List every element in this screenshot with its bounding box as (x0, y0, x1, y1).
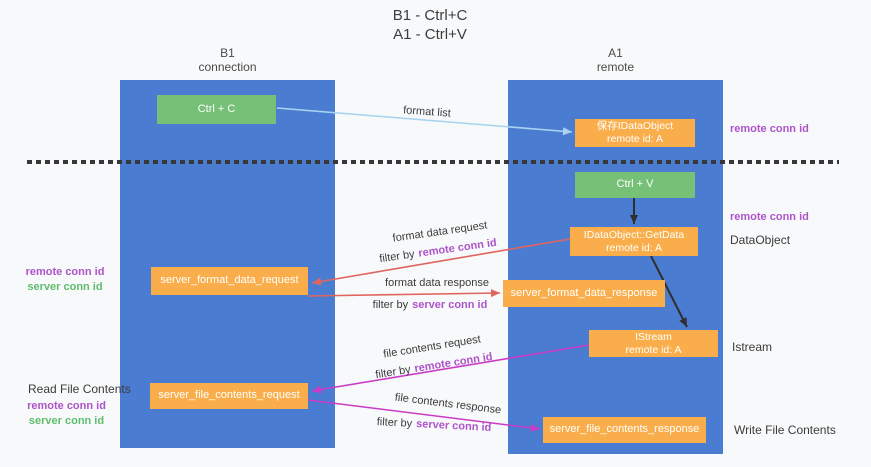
filter-by-text: filter by (376, 416, 413, 430)
dataobject-annotation: DataObject (730, 233, 791, 247)
istream-box: IStream remote id: A (589, 330, 718, 357)
format-response-filter-label: filter by server conn id (373, 299, 488, 311)
server-conn-id-annotation-left: server conn id (27, 280, 103, 293)
left-column-header: B1 connection (120, 46, 335, 74)
title-line-2: A1 - Ctrl+V (393, 26, 467, 44)
format-list-label: format list (402, 104, 452, 120)
read-file-contents-annotation: Read File Contents (28, 382, 131, 396)
left-conn-id-stack-bottom: remote conn id server conn id (24, 399, 109, 429)
ctrl-c-box: Ctrl + C (157, 95, 276, 124)
server-file-contents-response-box: server_file_contents_response (543, 417, 706, 443)
istream-annotation: Istream (732, 340, 773, 354)
remote-conn-id-text: remote conn id (417, 236, 498, 260)
filter-by-text: filter by (374, 363, 412, 382)
left-column-name: B1 (220, 46, 235, 60)
remote-conn-id-annotation-mid: remote conn id (730, 211, 809, 223)
ctrl-c-label: Ctrl + C (197, 102, 236, 115)
server-file-contents-request-box: server_file_contents_request (150, 383, 308, 409)
ctrl-v-box: Ctrl + V (575, 172, 695, 198)
ctrl-v-label: Ctrl + V (616, 178, 654, 191)
server-format-data-response-label: server_format_data_response (510, 286, 658, 299)
filter-by-text: filter by (378, 248, 416, 266)
write-file-contents-annotation: Write File Contents (734, 423, 836, 437)
server-file-contents-response-label: server_file_contents_response (549, 423, 700, 436)
file-response-filter-label: filter by server conn id (376, 416, 491, 434)
save-dataobject-line1: 保存IDataObject (596, 120, 674, 133)
server-conn-id-text: server conn id (415, 418, 492, 434)
left-column-role: connection (198, 60, 257, 75)
format-data-response-label: format data response (385, 277, 489, 289)
istream-line1: IStream (635, 330, 672, 343)
save-dataobject-box: 保存IDataObject remote id: A (575, 119, 695, 147)
remote-conn-id-annotation-left: remote conn id (25, 266, 105, 278)
session-divider-dashed-line (27, 160, 839, 164)
remote-conn-id-annotation-top: remote conn id (730, 123, 809, 135)
server-format-data-request-label: server_format_data_request (160, 274, 299, 287)
istream-line2: remote id: A (625, 343, 682, 356)
file-contents-response-label: file contents response (394, 391, 502, 417)
right-column-header: A1 remote (508, 46, 723, 74)
diagram-title: B1 - Ctrl+C A1 - Ctrl+V (393, 6, 468, 44)
getdata-line2: remote id: A (605, 241, 663, 254)
server-file-contents-request-label: server_file_contents_request (158, 389, 300, 402)
server-format-data-response-box: server_format_data_response (503, 280, 665, 307)
left-conn-id-stack-top: remote conn id server conn id (20, 265, 110, 295)
right-column-name: A1 (608, 46, 623, 60)
remote-conn-id-annotation-left2: remote conn id (27, 400, 106, 412)
server-conn-id-text: server conn id (412, 299, 488, 311)
right-column-role: remote (596, 60, 635, 75)
server-format-data-request-box: server_format_data_request (151, 267, 308, 295)
getdata-line1: IDataObject::GetData (583, 228, 685, 241)
getdata-box: IDataObject::GetData remote id: A (570, 227, 698, 256)
server-conn-id-annotation-left2: server conn id (28, 414, 105, 427)
format-data-response-arrow (307, 289, 501, 298)
filter-by-text: filter by (372, 299, 409, 311)
remote-conn-id-text: remote conn id (413, 350, 494, 376)
save-dataobject-line2: remote id: A (606, 133, 664, 145)
title-line-1: B1 - Ctrl+C (392, 7, 468, 24)
